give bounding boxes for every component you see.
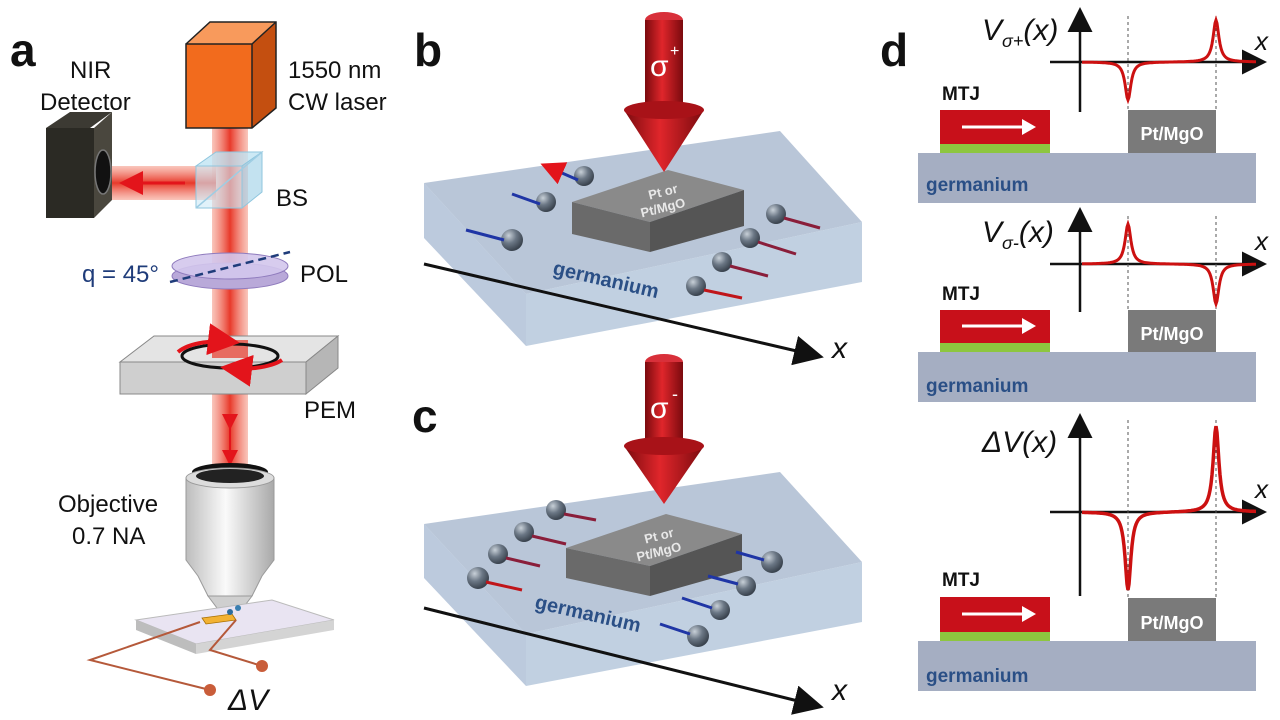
plot-2-sub: σ- xyxy=(1002,233,1019,253)
plot-2: Vσ-(x) x xyxy=(982,207,1269,312)
bs-label: BS xyxy=(276,185,308,212)
voltage-leads xyxy=(86,619,268,696)
plot-curve-3 xyxy=(1082,425,1256,591)
substrate-label-1: germanium xyxy=(926,175,1028,196)
device-row-2: germanium MTJ Pt/MgO xyxy=(918,284,1256,402)
plot-1-arg: (x) xyxy=(1023,14,1058,47)
plot-2-arg: (x) xyxy=(1019,216,1054,249)
laser-wavelength-label: 1550 nm xyxy=(288,57,381,84)
mtj-base-2 xyxy=(940,343,1050,352)
spin-electrons-c xyxy=(467,500,783,647)
panel-a: a 1550 nm CW laser NIR Detector xyxy=(10,21,387,717)
ptmgo-label-2: Pt/MgO xyxy=(1141,324,1204,344)
plot-1-sub: σ+ xyxy=(1002,31,1023,51)
polarizer-angle-label: q = 45° xyxy=(82,261,159,288)
nir-detector xyxy=(46,112,112,218)
plot-1-x-label: x xyxy=(1253,26,1269,56)
helicity-symbol-b: σ xyxy=(650,50,669,83)
plot-3-arg: (x) xyxy=(1022,426,1057,459)
x-axis-c xyxy=(423,606,824,715)
plot-3-label: ΔV(x) xyxy=(981,426,1057,459)
plot-3: ΔV(x) x xyxy=(981,413,1269,598)
beam-splitter xyxy=(194,151,264,210)
plot-curve-1 xyxy=(1082,15,1256,105)
panel-d: d germanium MTJ Pt/MgO Vσ+(x) x germaniu… xyxy=(880,7,1269,691)
pad-label-c-line1: Pt or xyxy=(643,525,675,547)
helicity-sign-b: + xyxy=(670,43,679,60)
mtj-base-1 xyxy=(940,144,1050,153)
plot-2-label: Vσ-(x) xyxy=(982,216,1054,253)
sigma-minus-beam xyxy=(624,354,704,504)
polarizer xyxy=(169,250,291,290)
plot-1-label: Vσ+(x) xyxy=(982,14,1058,51)
ptmgo-label-3: Pt/MgO xyxy=(1141,613,1204,633)
substrate-3 xyxy=(918,641,1256,691)
detector-label-line2: Detector xyxy=(40,89,131,116)
pt-pad-b xyxy=(572,170,744,252)
plot-3-x-label: x xyxy=(1253,474,1269,504)
detector-label-line1: NIR xyxy=(70,57,111,84)
plot-1-v: V xyxy=(982,14,1005,47)
ptmgo-pad-1 xyxy=(1128,110,1216,153)
panel-d-letter: d xyxy=(880,24,908,76)
substrate-2 xyxy=(918,352,1256,402)
mtj-label-2: MTJ xyxy=(942,284,980,305)
mtj-label-3: MTJ xyxy=(942,570,980,591)
x-axis-label-c: x xyxy=(830,674,848,707)
plot-2-v: V xyxy=(982,216,1005,249)
pem-label: PEM xyxy=(304,397,356,424)
mtj-label-1: MTJ xyxy=(942,84,980,105)
device-row-1: germanium MTJ Pt/MgO xyxy=(918,84,1256,203)
x-axis-label-b: x xyxy=(830,332,848,365)
ptmgo-pad-3 xyxy=(1128,598,1216,641)
objective-label-line2: 0.7 NA xyxy=(72,523,145,550)
plot-1: Vσ+(x) x xyxy=(982,7,1269,112)
pol-label: POL xyxy=(300,261,348,288)
laser-type-label: CW laser xyxy=(288,89,387,116)
pt-pad-c xyxy=(566,514,742,596)
helicity-sign-c: - xyxy=(672,384,678,404)
ptmgo-pad-2 xyxy=(1128,310,1216,352)
panel-b: b Pt or Pt/MgO xyxy=(414,12,862,366)
panel-c-letter: c xyxy=(412,390,438,442)
device-row-3: germanium MTJ Pt/MgO xyxy=(918,570,1256,691)
x-axis-b xyxy=(423,262,824,366)
pem-modulator xyxy=(118,323,340,396)
objective-lens xyxy=(185,463,275,613)
substrate-label-2: germanium xyxy=(926,376,1028,397)
delta-v-label: ΔV xyxy=(227,684,271,717)
ptmgo-label-1: Pt/MgO xyxy=(1141,124,1204,144)
helicity-symbol-c: σ xyxy=(650,392,669,425)
substrate-1 xyxy=(918,153,1256,203)
spin-electrons-b xyxy=(465,162,821,300)
mtj-base-3 xyxy=(940,632,1050,641)
laser-source xyxy=(185,21,277,129)
plot-curve-2 xyxy=(1082,219,1256,309)
substrate-label-3: germanium xyxy=(926,666,1028,687)
pad-label-b-line1: Pt or xyxy=(647,181,679,203)
objective-label-line1: Objective xyxy=(58,491,158,518)
panel-a-letter: a xyxy=(10,24,36,76)
panel-b-letter: b xyxy=(414,24,442,76)
panel-c: c Pt or Pt/MgO xyxy=(412,354,862,715)
sample-chip xyxy=(134,599,335,654)
plot-2-x-label: x xyxy=(1253,226,1269,256)
sigma-plus-beam xyxy=(624,12,704,172)
plot-3-v: ΔV xyxy=(981,426,1025,459)
